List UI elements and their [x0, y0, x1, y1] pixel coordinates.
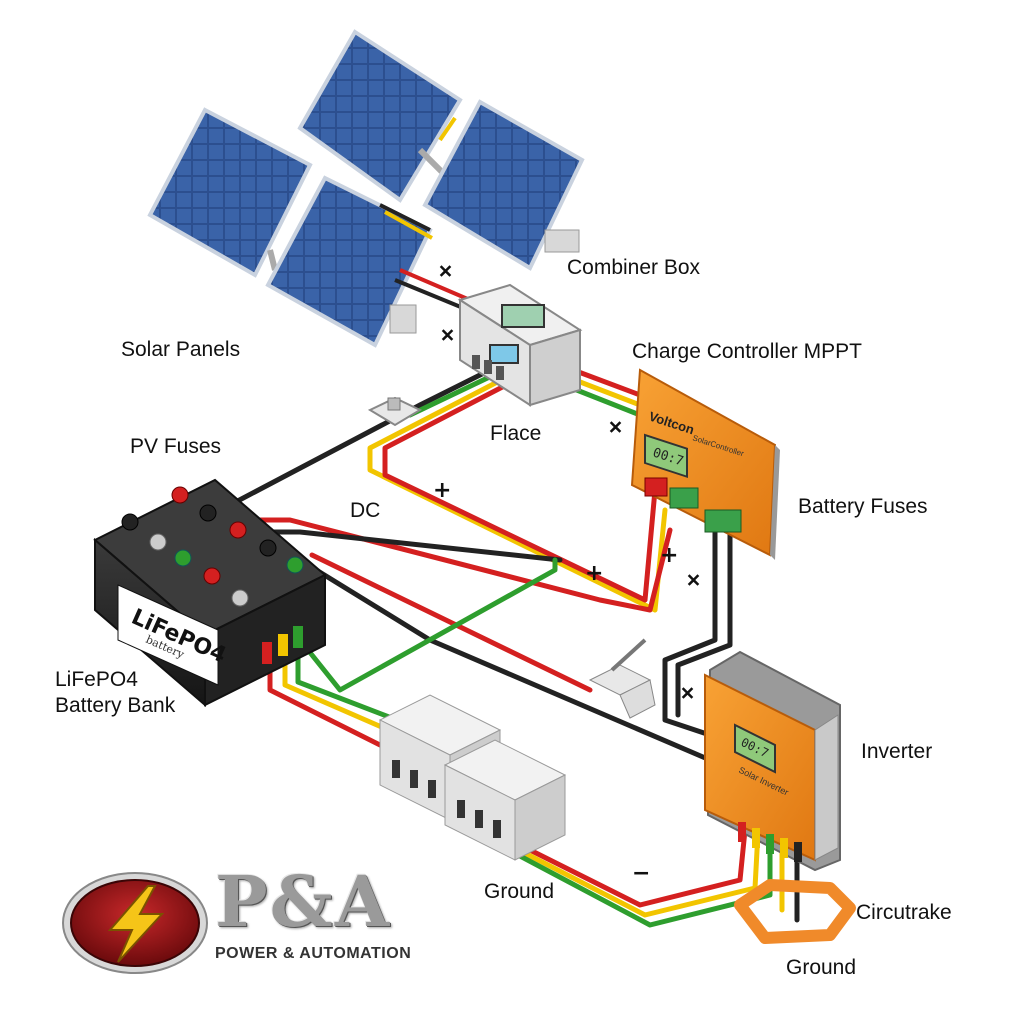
solar-panel-top [297, 29, 463, 203]
label-battery-fuses: Battery Fuses [798, 495, 928, 518]
plus-sign: + [678, 565, 709, 596]
logo-subtitle: POWER & AUTOMATION [215, 945, 412, 962]
label-solar-panels: Solar Panels [121, 338, 241, 361]
breaker-block-2 [443, 739, 567, 861]
lightning-bolt-icon [62, 872, 208, 974]
inverter: 00:7 Solar Inverter [704, 650, 841, 872]
disconnect-switch [588, 638, 656, 719]
plus-sign: + [600, 412, 631, 443]
solar-panel-front [265, 175, 433, 348]
label-ground-mid: Ground [484, 880, 555, 903]
label-inverter: Inverter [861, 740, 933, 763]
solar-panel-left [147, 107, 313, 278]
plus-sign: + [433, 478, 451, 503]
label-circutrake: Circutrake [856, 901, 952, 924]
label-dc: DC [350, 499, 381, 522]
combiner-box [457, 283, 583, 407]
minus-sign: − [632, 861, 650, 886]
label-pv-fuses: PV Fuses [130, 435, 222, 458]
label-battery-bank: LiFePO4 Battery Bank [55, 668, 176, 718]
solar-panel-right [422, 99, 585, 271]
charge-controller: Voltcon 00:7 SolarController [630, 368, 780, 560]
brand-logo: P&A POWER & AUTOMATION [60, 860, 440, 978]
plus-sign: + [660, 543, 678, 568]
plus-sign: + [432, 320, 463, 351]
logo-text: P&A [215, 860, 392, 943]
ground-ring [734, 879, 856, 944]
pv-fuse-holder [367, 396, 423, 427]
label-ground-right: Ground [786, 956, 857, 979]
plus-sign: + [430, 256, 461, 287]
label-combiner-box: Combiner Box [567, 256, 701, 279]
label-charge-controller: Charge Controller MPPT [632, 340, 862, 363]
panel-interconnect-wires [379, 116, 471, 312]
lifepo4-battery: LiFePO4 battery [93, 478, 327, 708]
label-flace: Flace [490, 422, 542, 445]
plus-sign: + [585, 561, 603, 586]
